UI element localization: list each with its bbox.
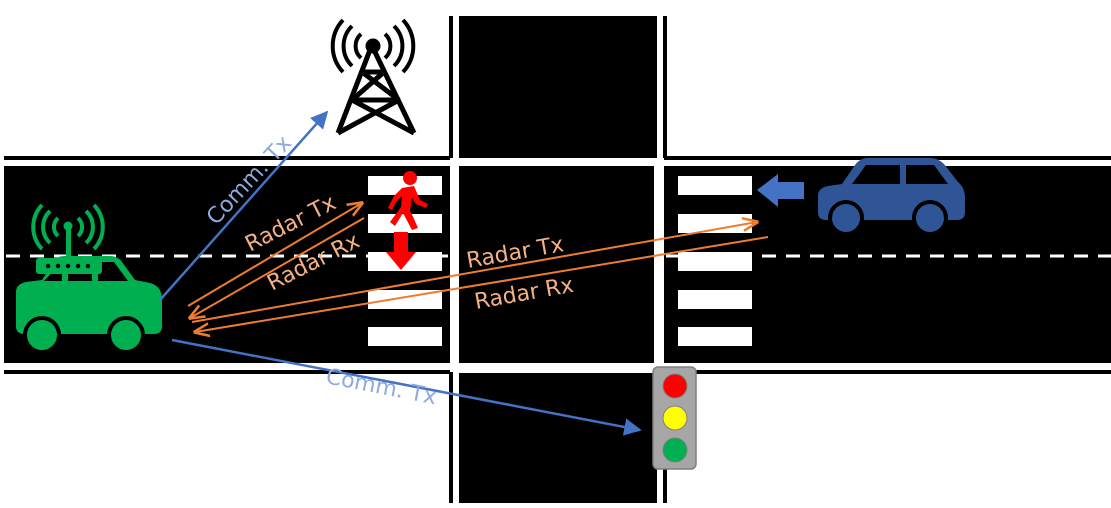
cell-tower-icon: [330, 18, 417, 136]
traffic-light-icon: [652, 366, 697, 470]
horizontal-road-center: [459, 166, 654, 363]
car-direction-arrow: [757, 174, 804, 207]
radar-rx-arrow-car: [195, 236, 769, 332]
car-icon: [818, 158, 965, 236]
radar-tx-arrow-pedestrian: [187, 203, 362, 307]
comm-tx-arrow-traffic-light: [171, 338, 642, 436]
vertical-road-south: [459, 373, 657, 503]
red-light: [662, 373, 688, 399]
car-with-antenna-icon: [16, 203, 162, 354]
pedestrian-motion-arrow: [386, 232, 416, 270]
yellow-light: [662, 405, 688, 431]
road-network: [4, 16, 1111, 503]
crosswalk-east: [678, 176, 752, 346]
vertical-road-north: [459, 16, 657, 158]
radar-tx-arrow-car: [191, 222, 757, 323]
walking-person-icon: [388, 171, 428, 230]
green-light: [662, 437, 688, 463]
comm-tx-arrow-tower: [159, 110, 329, 301]
radar-rx-arrow-pedestrian: [190, 217, 365, 318]
